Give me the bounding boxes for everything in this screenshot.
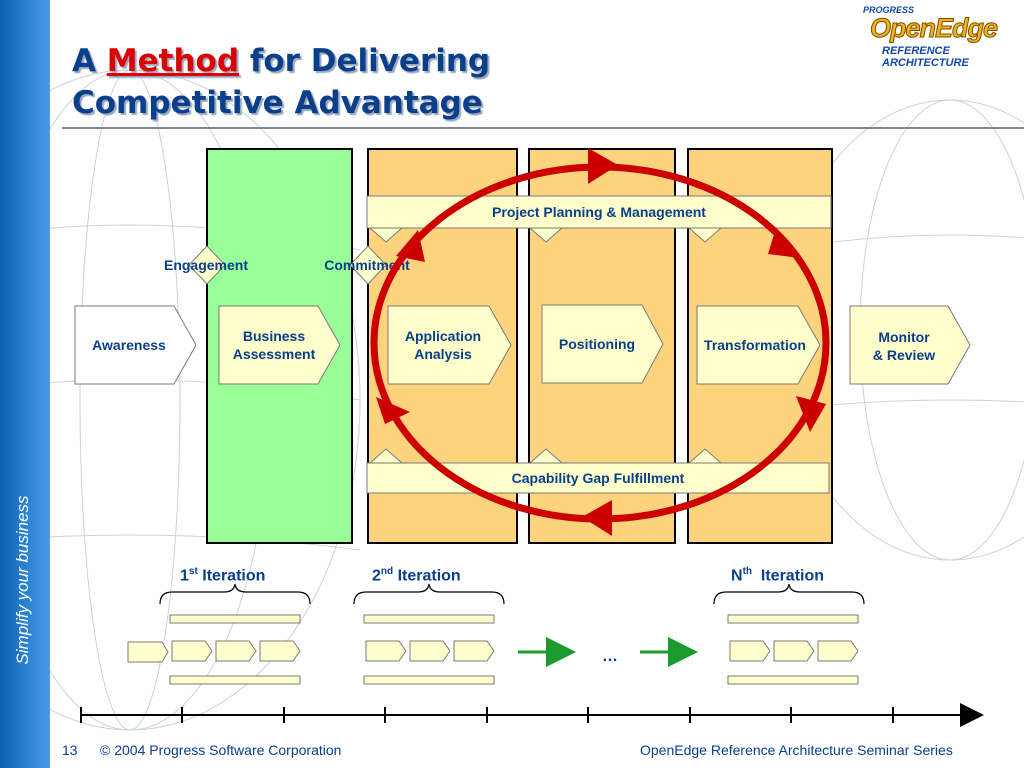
iteration-brace: [159, 583, 311, 605]
cycle-arrowhead: [588, 148, 618, 184]
mini-diagram-1: [127, 614, 301, 685]
phase-application-analysis: [387, 305, 512, 385]
iteration-label-n: Nth Iteration: [731, 566, 825, 585]
openedge-logo: PROGRESS OpenEdge REFERENCE ARCHITECTURE: [858, 5, 1024, 69]
commitment-diamond: [349, 245, 387, 285]
bar-notch: [687, 227, 723, 243]
page-number: 13: [62, 742, 78, 758]
logo-subtitle: REFERENCE ARCHITECTURE: [882, 45, 969, 69]
iteration-label-1: 1st Iteration: [180, 566, 266, 585]
bar-notch: [687, 448, 723, 464]
cycle-arrowhead: [396, 230, 425, 262]
title-divider: [62, 127, 1024, 129]
sidebar-band: Simplify your business: [0, 0, 50, 768]
ellipsis: …: [602, 648, 618, 665]
phase-label-transformation: Transformation: [704, 337, 806, 353]
capability-bar-label: Capability Gap Fulfillment: [512, 470, 685, 486]
bar-notch: [528, 227, 564, 243]
series-name: OpenEdge Reference Architecture Seminar …: [640, 742, 953, 758]
timeline-ticks: [80, 707, 894, 723]
cycle-arrowhead: [376, 397, 410, 424]
bar-notch: [528, 448, 564, 464]
copyright: © 2004 Progress Software Corporation: [100, 742, 342, 758]
cycle-arrowhead: [768, 228, 800, 258]
engagement-diamond: [188, 245, 226, 285]
cycle-arrowhead: [796, 396, 826, 432]
engagement-label: Engagement: [164, 257, 248, 273]
page-title: A Method for Delivering Competitive Adva…: [72, 40, 632, 124]
title-highlight: Method: [106, 43, 240, 79]
phase-awareness: [74, 305, 197, 385]
iteration-brace: [713, 583, 865, 605]
phase-label-monitor-review: Monitor& Review: [872, 329, 936, 363]
phase-transformation: [696, 305, 821, 385]
iteration-label-2: 2nd Iteration: [372, 566, 461, 585]
title-part-2: for Delivering: [249, 43, 491, 79]
mini-diagram-2: [363, 614, 495, 685]
iteration-brace: [353, 583, 505, 605]
cycle-arrowhead: [582, 500, 612, 536]
phase-positioning: [541, 304, 664, 384]
phase-business-assessment: [218, 305, 341, 385]
logo-brand: PROGRESS: [863, 5, 915, 15]
commitment-label: Commitment: [324, 257, 410, 273]
phase-label-awareness: Awareness: [92, 337, 166, 353]
phase-monitor-review: [849, 305, 971, 385]
mini-diagram-n: [727, 614, 859, 685]
bar-notch: [368, 448, 404, 464]
title-part-1: A: [72, 43, 96, 79]
bar-notch: [368, 227, 404, 243]
phase-label-positioning: Positioning: [558, 336, 636, 352]
title-line-2: Competitive Advantage: [72, 85, 483, 121]
logo-name: OpenEdge: [869, 13, 998, 44]
planning-bar-label: Project Planning & Management: [492, 204, 706, 220]
